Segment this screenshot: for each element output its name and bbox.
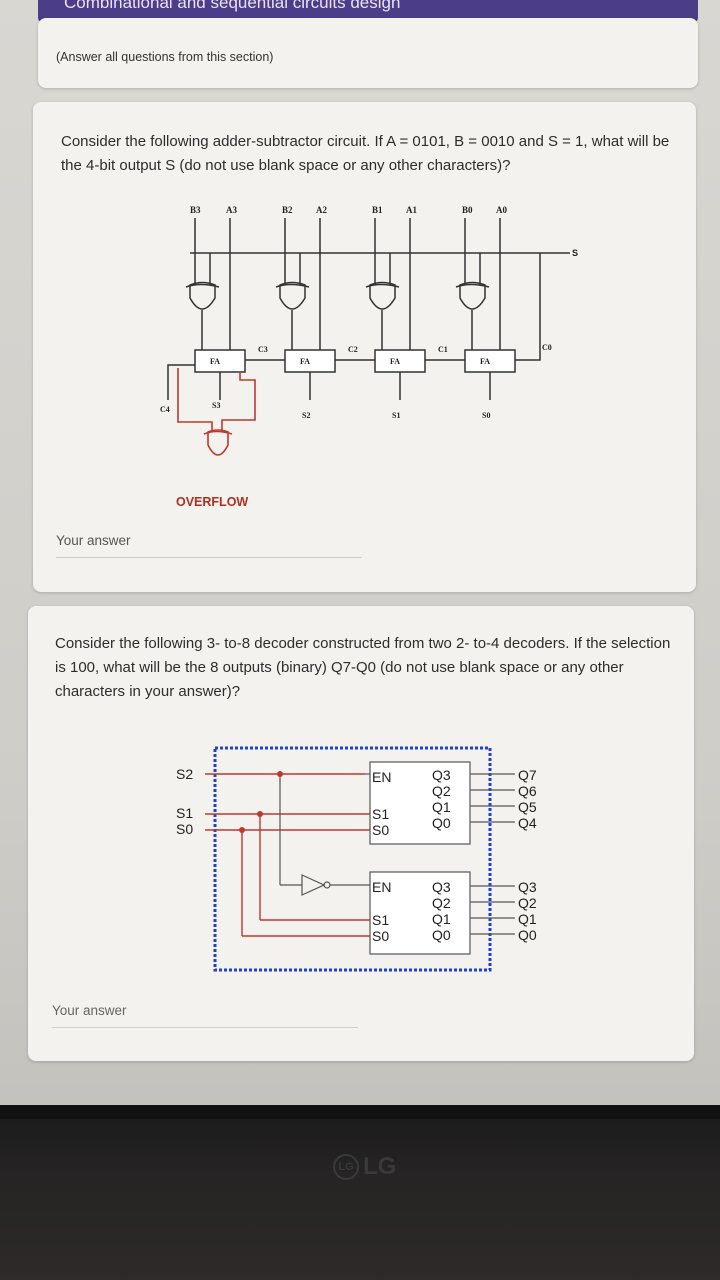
input-label: A2 bbox=[316, 205, 327, 215]
answer-1-input[interactable] bbox=[56, 557, 362, 558]
monitor-bezel bbox=[0, 1105, 720, 1280]
decoder-pin: S0 bbox=[372, 822, 389, 838]
output-label: Q6 bbox=[518, 783, 537, 799]
output-label: Q1 bbox=[518, 911, 537, 927]
sum-label: S0 bbox=[482, 411, 490, 420]
input-label: B2 bbox=[282, 205, 293, 215]
monitor-brand: LG bbox=[363, 1153, 397, 1180]
input-label: A3 bbox=[226, 205, 237, 215]
output-label: Q3 bbox=[518, 879, 537, 895]
block-label: FA bbox=[480, 357, 490, 366]
question-card-2: Consider the following 3- to-8 decoder c… bbox=[28, 606, 694, 1061]
output-label: Q5 bbox=[518, 799, 537, 815]
decoder-pin: S1 bbox=[372, 912, 389, 928]
section-card: (Answer all questions from this section) bbox=[38, 18, 698, 88]
output-label: Q2 bbox=[518, 895, 537, 911]
question-1-text: Consider the following adder-subtractor … bbox=[61, 133, 670, 174]
control-label: S bbox=[572, 248, 578, 258]
decoder-diagram: S2 S1 S0 EN S1 S0 Q3 Q2 Q1 Q0 Q7 Q6 Q5 Q… bbox=[176, 746, 537, 972]
form-header-bar: Combinational and sequential circuits de… bbox=[38, 0, 698, 22]
carry-label: C2 bbox=[348, 345, 358, 354]
sum-label: S1 bbox=[392, 411, 400, 420]
input-s2-label: S2 bbox=[176, 766, 193, 782]
question-card-1: Consider the following adder-subtractor … bbox=[33, 102, 696, 592]
block-label: FA bbox=[210, 357, 220, 366]
decoder-pin: Q2 bbox=[432, 895, 451, 911]
answer-2-input[interactable] bbox=[52, 1027, 358, 1028]
section-instructions: (Answer all questions from this section) bbox=[56, 50, 274, 64]
decoder-pin: Q3 bbox=[432, 879, 451, 895]
block-label: FA bbox=[390, 357, 400, 366]
block-label: FA bbox=[300, 357, 310, 366]
form-title: Combinational and sequential circuits de… bbox=[64, 0, 401, 12]
question-2-text: Consider the following 3- to-8 decoder c… bbox=[55, 635, 671, 700]
input-label: B1 bbox=[372, 205, 383, 215]
input-s0-label: S0 bbox=[176, 821, 193, 837]
decoder-pin: S0 bbox=[372, 928, 389, 944]
output-label: Q7 bbox=[518, 767, 537, 783]
carry-label: C3 bbox=[258, 345, 268, 354]
answer-2-placeholder[interactable]: Your answer bbox=[52, 1003, 127, 1018]
input-label: B0 bbox=[462, 205, 473, 215]
output-label: Q0 bbox=[518, 927, 537, 943]
input-s1-label: S1 bbox=[176, 805, 193, 821]
sum-label: S2 bbox=[302, 411, 310, 420]
carry-label: C1 bbox=[438, 345, 448, 354]
input-label: A1 bbox=[406, 205, 417, 215]
screen: Combinational and sequential circuits de… bbox=[0, 0, 720, 1105]
monitor-logo: LG LG bbox=[333, 1153, 396, 1181]
input-label: B3 bbox=[190, 205, 201, 215]
lg-emblem-icon: LG bbox=[333, 1154, 359, 1180]
decoder-pin: Q0 bbox=[432, 927, 451, 943]
carry-label: C4 bbox=[160, 405, 170, 414]
input-label: A0 bbox=[496, 205, 507, 215]
decoder-pin: EN bbox=[372, 769, 391, 785]
overflow-label: OVERFLOW bbox=[176, 495, 248, 509]
decoder-pin: EN bbox=[372, 879, 391, 895]
decoder-pin: Q3 bbox=[432, 767, 451, 783]
monitor-bezel-edge bbox=[0, 1105, 720, 1119]
decoder-pin: Q1 bbox=[432, 911, 451, 927]
answer-1-placeholder[interactable]: Your answer bbox=[56, 533, 131, 548]
adder-subtractor-diagram: B3 A3 B2 A2 B1 A1 B0 A0 S bbox=[160, 205, 578, 509]
output-label: Q4 bbox=[518, 815, 537, 831]
decoder-pin: Q1 bbox=[432, 799, 451, 815]
decoder-pin: Q2 bbox=[432, 783, 451, 799]
decoder-pin: Q0 bbox=[432, 815, 451, 831]
sum-label: S3 bbox=[212, 401, 220, 410]
decoder-pin: S1 bbox=[372, 806, 389, 822]
carry-label: C0 bbox=[542, 343, 552, 352]
